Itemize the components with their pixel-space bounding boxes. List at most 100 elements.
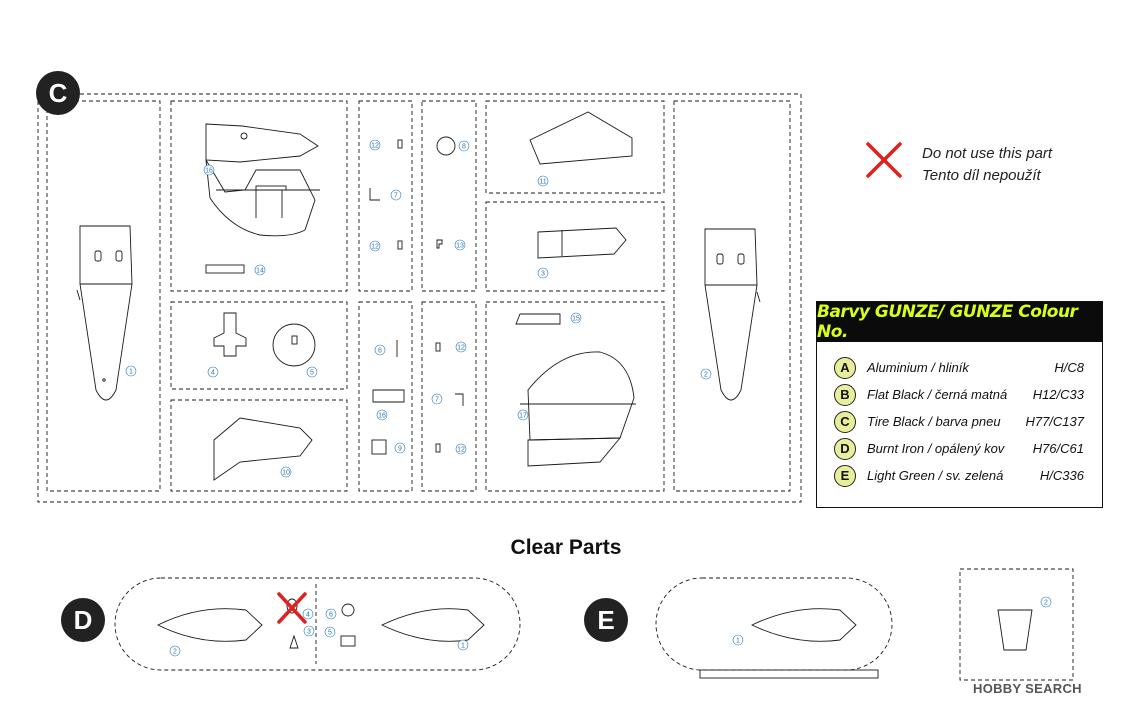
- part-15: [515, 313, 561, 325]
- part-12a: [397, 139, 403, 149]
- colour-name: Flat Black / černá matná: [867, 387, 1008, 402]
- part-number-circle: [254, 264, 266, 276]
- part-d1: [380, 608, 485, 642]
- part-number-circle: [517, 409, 529, 421]
- colour-letter: D: [834, 437, 856, 460]
- part-number-circle: [306, 366, 318, 378]
- part-e1: [750, 608, 857, 642]
- colour-letter: B: [834, 383, 856, 406]
- colour-row: C Tire Black / barva pneu H77/C137: [817, 408, 1102, 435]
- part-number-label: 4: [211, 370, 215, 377]
- part-number-circle: [537, 267, 549, 279]
- part-12b: [397, 240, 403, 250]
- part-2: [704, 228, 761, 401]
- sprue-e-small-frame: [959, 568, 1074, 681]
- do-not-use-cross: [277, 142, 902, 624]
- part-11: [529, 111, 633, 165]
- part-14: [205, 264, 245, 274]
- part-number-circle: [457, 639, 469, 651]
- colour-letter: E: [834, 464, 856, 487]
- part-number-label: 7: [394, 193, 398, 200]
- part-d3: [289, 634, 299, 649]
- part-number-circle: [203, 164, 215, 176]
- part-number-circle: [390, 189, 402, 201]
- part-13: [436, 239, 443, 249]
- part-number-circle: [455, 443, 467, 455]
- colour-name: Aluminium / hliník: [867, 360, 969, 375]
- part-number-circle: [537, 175, 549, 187]
- part-number-label: 16: [205, 168, 213, 175]
- part-number-circle: [732, 634, 744, 646]
- part-number-circle: [376, 409, 388, 421]
- part-7b: [455, 393, 464, 406]
- part-3: [537, 227, 627, 259]
- colour-code: H12/C33: [1032, 387, 1084, 402]
- sprue-c-label: C: [36, 71, 80, 115]
- part-number-circle: [570, 312, 582, 324]
- part-d5: [340, 635, 356, 647]
- part-number-label: 12: [457, 345, 465, 352]
- part-4: [213, 312, 247, 357]
- clear-parts-title: Clear Parts: [510, 536, 622, 559]
- part-number-label: 7: [435, 397, 439, 404]
- part-number-label: 6: [329, 612, 333, 619]
- part-number-label: 12: [371, 244, 379, 251]
- part-number-circle: [325, 608, 337, 620]
- part-number-label: 5: [310, 370, 314, 377]
- part-9: [371, 439, 387, 455]
- colour-table: Barvy GUNZE/ GUNZE Colour No. A Aluminiu…: [816, 301, 1103, 508]
- part-number-circle: [458, 140, 470, 152]
- part-number-circle: [369, 139, 381, 151]
- part-12d: [435, 443, 441, 453]
- part-number-label: 3: [541, 271, 545, 278]
- part-number-label: 5: [328, 630, 332, 637]
- part-number-label: 1: [736, 638, 740, 645]
- part-number-label: 16: [378, 413, 386, 420]
- part-17: [520, 351, 636, 467]
- part-5: [272, 323, 316, 367]
- part-16b: [372, 389, 405, 403]
- part-number-circle: [700, 368, 712, 380]
- colour-code: H/C336: [1039, 468, 1084, 483]
- do-not-use-legend: Do not use this part Tento díl nepoužít: [922, 143, 1052, 187]
- part-d2: [156, 608, 263, 642]
- legend-line-2: Tento díl nepoužít: [922, 167, 1041, 184]
- part-d4: [286, 598, 298, 614]
- part-number-label: 12: [371, 143, 379, 150]
- part-number-circle: [303, 625, 315, 637]
- part-number-circle: [280, 466, 292, 478]
- sprue-d-label: D: [61, 598, 105, 642]
- part-number-circle: [1040, 596, 1052, 608]
- hobby-search-watermark: HOBBY SEARCH: [973, 681, 1082, 696]
- part-number-circle: [454, 239, 466, 251]
- part-number-label: 2: [704, 372, 708, 379]
- part-number-circle: [394, 442, 406, 454]
- part-number-label: 15: [572, 316, 580, 323]
- colour-row: B Flat Black / černá matná H12/C33: [817, 381, 1102, 408]
- part-number-label: 8: [462, 144, 466, 151]
- legend-line-1: Do not use this part: [922, 145, 1053, 162]
- part-number-circle: [207, 366, 219, 378]
- sprue-c-frame: [37, 93, 802, 503]
- colour-name: Light Green / sv. zelená: [867, 468, 1004, 483]
- colour-name: Tire Black / barva pneu: [867, 414, 1001, 429]
- part-number-circle: [125, 365, 137, 377]
- colour-table-title: Barvy GUNZE/ GUNZE Colour No.: [817, 302, 1102, 342]
- part-number-circle: [169, 645, 181, 657]
- part-16: [205, 123, 320, 237]
- part-number-label: 1: [461, 643, 465, 650]
- colour-code: H77/C137: [1025, 414, 1084, 429]
- part-8: [436, 136, 456, 156]
- colour-code: H76/C61: [1032, 441, 1084, 456]
- part-number-circle: [324, 626, 336, 638]
- colour-name: Burnt Iron / opálený kov: [867, 441, 1005, 456]
- part-number-label: 14: [256, 268, 264, 275]
- part-e2: [997, 609, 1033, 651]
- part-1: [76, 225, 133, 401]
- part-d6: [341, 603, 355, 617]
- part-number-circle: [369, 240, 381, 252]
- part-number-circle: [302, 608, 314, 620]
- part-number-label: 4: [306, 612, 310, 619]
